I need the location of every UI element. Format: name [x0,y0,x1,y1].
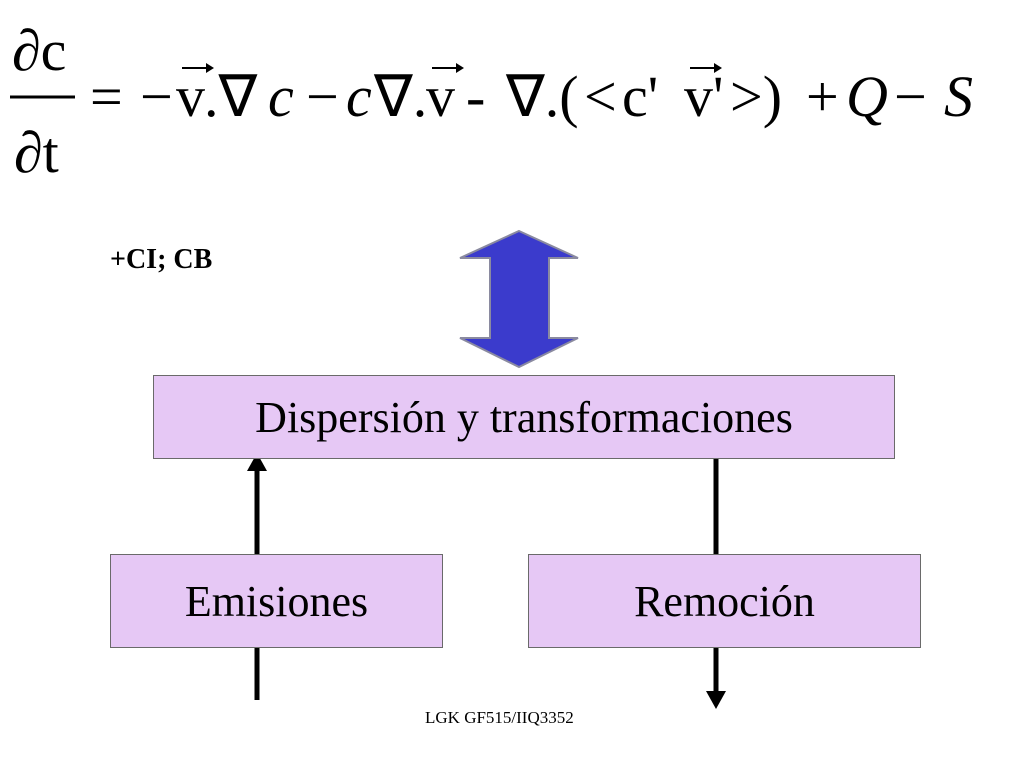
eq-less-than: < [584,64,617,129]
eq-Q: Q [846,64,888,129]
vector-arrow-2 [432,63,464,73]
eq-minus-2: − [306,64,339,129]
eq-minus-3: − [894,64,927,129]
transport-equation: ∂c ∂t = − v .∇ c − c ∇. v - ∇.( < c' v' … [10,18,973,185]
conditions-label: +CI; CB [110,244,213,275]
eq-equals: = [90,64,123,129]
vector-arrow-3 [690,63,722,73]
eq-numerator: ∂c [12,18,66,83]
eq-v-prime: v' [684,64,723,129]
eq-greater-close: >) [730,64,782,129]
eq-nabla-dot: ∇. [373,64,427,129]
removal-box: Remoción [528,554,921,648]
vector-arrow-1 [182,63,214,73]
eq-plus: + [806,64,839,129]
eq-minus-1: − [140,64,173,129]
eq-c-1: c [268,64,294,129]
eq-c-prime: c' [622,64,658,129]
footer-course-code: LGK GF515/IIQ3352 [425,708,574,727]
eq-c-2: c [346,64,372,129]
emissions-box: Emisiones [110,554,443,648]
dispersion-transformations-box: Dispersión y transformaciones [153,375,895,459]
double-arrow-icon [459,229,579,369]
eq-denominator: ∂t [14,120,59,185]
eq-dash: - [466,64,485,129]
eq-v-1: v [176,64,205,129]
eq-S: S [944,64,973,129]
eq-nabla-open: ∇.( [505,64,579,129]
eq-v-2: v [426,64,455,129]
eq-dot-nabla-1: .∇ [204,64,258,129]
